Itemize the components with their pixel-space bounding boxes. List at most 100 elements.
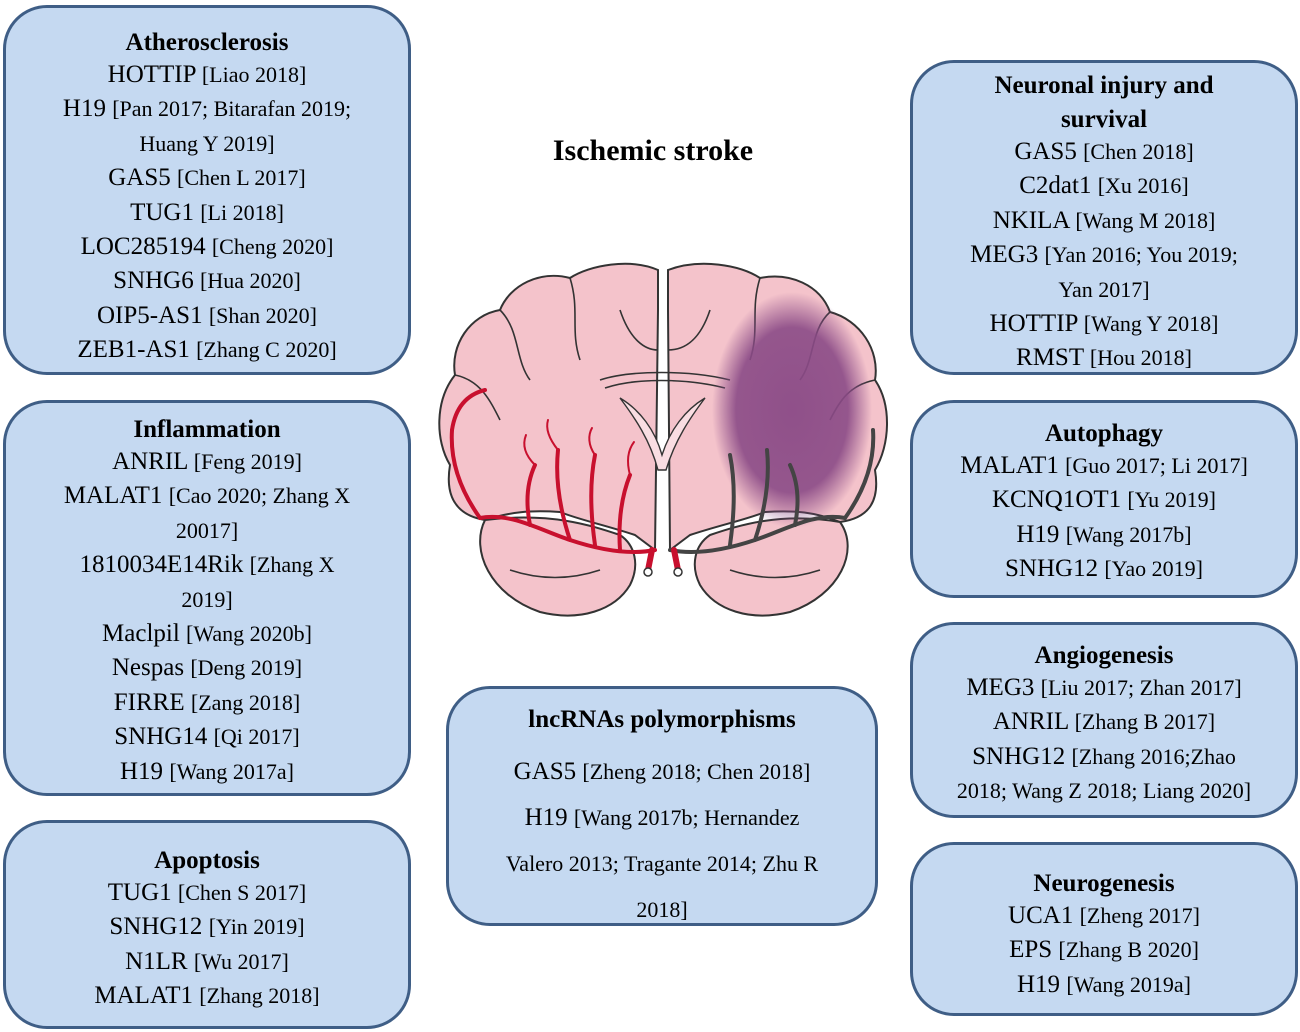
gene-name: MALAT1	[63, 482, 163, 510]
reference-citation: 2018; Wang Z 2018; Liang 2020]	[956, 778, 1252, 804]
reference-citation: [Zhang 2018]	[199, 983, 320, 1009]
gene-reference-line: TUG1 [Li 2018]	[6, 196, 408, 230]
box-neuronal-injury: Neuronal injury and survival GAS5 [Chen …	[910, 60, 1298, 375]
gene-name: FIRRE	[113, 688, 185, 716]
gene-reference-line: Valero 2013; Tragante 2014; Zhu R	[449, 841, 875, 887]
gene-reference-line: GAS5 [Chen 2018]	[913, 135, 1295, 169]
gene-name: N1LR	[125, 947, 188, 975]
gene-reference-line: SNHG14 [Qi 2017]	[6, 720, 408, 754]
line-list: UCA1 [Zheng 2017]EPS [Zhang B 2020]H19 […	[913, 899, 1295, 1002]
gene-reference-line: ZEB1-AS1 [Zhang C 2020]	[6, 333, 408, 367]
carotid-stems	[645, 547, 681, 573]
reference-citation: [Feng 2019]	[193, 449, 302, 474]
box-heading: Autophagy	[1044, 420, 1164, 447]
gene-name: KCNQ1OT1	[991, 486, 1122, 514]
gene-reference-line: LOC285194 [Cheng 2020]	[6, 230, 408, 264]
gene-name: OIP5-AS1	[97, 301, 203, 329]
gene-name: 1810034E14Rik	[79, 551, 244, 579]
reference-citation: [Chen 2018]	[1083, 139, 1194, 164]
gene-name: NKILA	[992, 206, 1070, 234]
reference-citation: [Wang 2017b]	[1065, 521, 1192, 547]
box-heading: Neuronal injury and	[994, 72, 1214, 99]
gene-reference-line: H19 [Wang 2017a]	[6, 755, 408, 789]
right-temporal-lobe	[693, 517, 849, 617]
box-heading: Atherosclerosis	[125, 29, 289, 56]
reference-citation: 2018]	[636, 897, 688, 922]
reference-citation: [Qi 2017]	[213, 724, 300, 750]
box-heading: Neurogenesis	[1033, 870, 1175, 897]
reference-citation: [Liao 2018]	[201, 62, 307, 87]
reference-citation: 2019]	[181, 586, 233, 612]
gene-name: LOC285194	[80, 233, 206, 261]
gene-name: SNHG12	[972, 742, 1066, 770]
box-apoptosis: Apoptosis TUG1 [Chen S 2017]SNHG12 [Yin …	[3, 820, 411, 1029]
gene-reference-line: TUG1 [Chen S 2017]	[6, 876, 408, 910]
reference-citation: [Yin 2019]	[208, 914, 305, 940]
reference-citation: Valero 2013; Tragante 2014; Zhu R	[505, 851, 819, 876]
reference-citation: [Chen L 2017]	[177, 165, 306, 191]
gene-name: ANRIL	[112, 448, 188, 475]
gene-reference-line: MALAT1 [Cao 2020; Zhang X	[6, 479, 408, 513]
gene-reference-line: ANRIL [Zhang B 2017]	[913, 705, 1295, 739]
gene-name: MEG3	[966, 674, 1035, 701]
gene-name: RMST	[1016, 344, 1084, 372]
gene-reference-line: SNHG12 [Zhang 2016;Zhao	[913, 740, 1295, 774]
gene-reference-line: H19 [Pan 2017; Bitarafan 2019;	[6, 92, 408, 126]
box-inflammation: Inflammation ANRIL [Feng 2019] MALAT1 [Ca…	[3, 400, 411, 796]
gene-reference-line: NKILA [Wang M 2018]	[913, 204, 1295, 238]
line-list: ANRIL [Feng 2019] MALAT1 [Cao 2020; Zhang…	[6, 445, 408, 789]
reference-citation: [Zhang 2016;Zhao	[1071, 743, 1236, 769]
line-list: MEG3 [Liu 2017; Zhan 2017]ANRIL [Zhang B…	[913, 671, 1295, 809]
reference-citation: [Xu 2016]	[1097, 173, 1189, 199]
gene-name: MALAT1	[960, 452, 1059, 479]
left-temporal-lobe	[479, 516, 637, 617]
box-autophagy: Autophagy MALAT1 [Guo 2017; Li 2017]KCNQ…	[910, 400, 1298, 598]
gene-name: MEG3	[970, 241, 1039, 269]
gene-name: HOTTIP	[989, 310, 1078, 338]
box-heading: lncRNAs polymorphisms	[528, 706, 796, 733]
gene-name: Nespas	[111, 654, 185, 682]
gene-reference-line: EPS [Zhang B 2020]	[913, 933, 1295, 967]
line-list: HOTTIP [Liao 2018]H19 [Pan 2017; Bitaraf…	[6, 58, 408, 368]
gene-reference-line: KCNQ1OT1 [Yu 2019]	[913, 483, 1295, 517]
right-cerebral-arteries	[668, 428, 876, 554]
box-atherosclerosis: Atherosclerosis HOTTIP [Liao 2018]H19 [P…	[3, 5, 411, 375]
reference-citation: [Zheng 2017]	[1079, 903, 1200, 928]
gene-reference-line: 2018; Wang Z 2018; Liang 2020]	[913, 774, 1295, 808]
gene-reference-line: 20017]	[6, 514, 408, 548]
box-heading: Inflammation	[133, 416, 281, 443]
gene-reference-line: 1810034E14Rik [Zhang X	[6, 548, 408, 582]
gene-name: SNHG12	[1005, 555, 1099, 583]
lateral-ventricles	[619, 397, 706, 471]
gene-reference-line: H19 [Wang 2019a]	[913, 968, 1295, 1002]
gene-name: C2dat1	[1019, 172, 1092, 200]
gene-name: ANRIL	[992, 708, 1069, 736]
reference-citation: [Yan 2016; You 2019;	[1044, 242, 1238, 268]
reference-citation: [Deng 2019]	[190, 655, 303, 681]
gene-reference-line: MEG3 [Yan 2016; You 2019;	[913, 238, 1295, 272]
gene-name: SNHG6	[113, 267, 194, 295]
reference-citation: Yan 2017]	[1058, 276, 1150, 302]
gene-name: GAS5	[108, 164, 171, 192]
gene-reference-line: UCA1 [Zheng 2017]	[913, 899, 1295, 933]
box-heading-line2: survival	[1060, 106, 1148, 133]
gene-reference-line: Nespas [Deng 2019]	[6, 651, 408, 685]
line-list: TUG1 [Chen S 2017]SNHG12 [Yin 2019]N1LR …	[6, 876, 408, 1014]
gene-name: H19	[120, 757, 164, 785]
gene-reference-line: N1LR [Wu 2017]	[6, 945, 408, 979]
diagram-title: Ischemic stroke	[552, 134, 754, 167]
reference-citation: [Hou 2018]	[1089, 345, 1192, 371]
reference-citation: [Wang M 2018]	[1075, 207, 1216, 233]
reference-citation: [Wang 2019a]	[1066, 971, 1191, 997]
reference-citation: [Wu 2017]	[193, 948, 289, 974]
gene-reference-line: GAS5 [Chen L 2017]	[6, 161, 408, 195]
reference-citation: [Zhang X	[249, 552, 335, 578]
gene-name: TUG1	[107, 879, 172, 906]
reference-citation: [Chen S 2017]	[177, 880, 307, 905]
box-angiogenesis: Angiogenesis MEG3 [Liu 2017; Zhan 2017]A…	[910, 622, 1298, 818]
reference-citation: [Wang Y 2018]	[1083, 311, 1219, 337]
left-hemisphere	[438, 262, 659, 552]
gene-name: ZEB1-AS1	[77, 336, 190, 364]
gene-reference-line: Yan 2017]	[913, 273, 1295, 307]
gene-reference-line: H19 [Wang 2017b]	[913, 518, 1295, 552]
